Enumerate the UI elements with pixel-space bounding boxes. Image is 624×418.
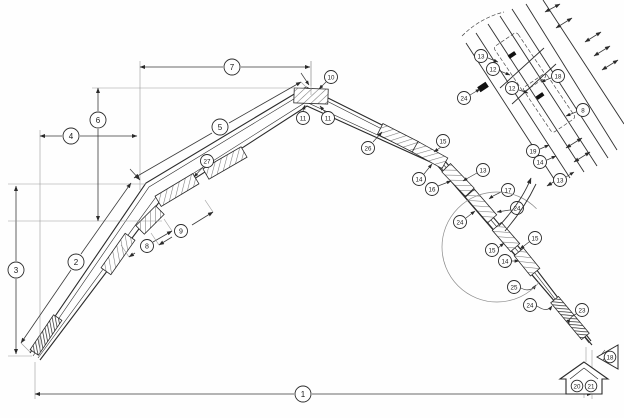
svg-text:13: 13 bbox=[480, 168, 487, 175]
svg-text:12: 12 bbox=[490, 67, 497, 74]
svg-text:24: 24 bbox=[457, 220, 464, 227]
house-detail-marker: 20 21 bbox=[558, 347, 610, 398]
svg-text:14: 14 bbox=[416, 177, 423, 184]
section-flag-marker: 18 bbox=[595, 344, 619, 370]
house-label-left: 20 bbox=[574, 383, 581, 390]
svg-text:15: 15 bbox=[489, 248, 496, 255]
bolt bbox=[535, 92, 545, 100]
dimension-overall-span: 1 bbox=[34, 350, 593, 403]
dim-label-5: 5 bbox=[218, 123, 223, 132]
svg-text:19: 19 bbox=[530, 149, 537, 156]
dim-label-7: 7 bbox=[230, 63, 235, 72]
dimension-upper-rafter: 5 bbox=[129, 81, 308, 181]
callout-27-knee-splice: 27 bbox=[193, 154, 214, 178]
dim-label-9: 9 bbox=[179, 229, 183, 236]
callout-25-lower-rafter: 25 bbox=[507, 280, 537, 294]
dim-bubble-9 bbox=[174, 224, 188, 238]
svg-text:13: 13 bbox=[557, 178, 564, 185]
svg-text:11: 11 bbox=[300, 116, 307, 123]
svg-text:10: 10 bbox=[328, 75, 335, 82]
dim-label-4: 4 bbox=[69, 132, 74, 141]
left-heel-hatch bbox=[29, 314, 63, 356]
truss-arch-chords bbox=[29, 86, 593, 361]
svg-text:18: 18 bbox=[555, 74, 562, 81]
callout-10-ridge-block: 10 bbox=[318, 70, 338, 90]
detail-callout-12b: 12 bbox=[505, 81, 529, 95]
detail-boundary-and-arrow bbox=[441, 177, 553, 303]
svg-text:27: 27 bbox=[204, 159, 211, 166]
callout-23-right-heel: 23 bbox=[566, 303, 589, 325]
svg-text:24: 24 bbox=[514, 206, 521, 213]
svg-text:17: 17 bbox=[505, 188, 512, 195]
svg-text:24: 24 bbox=[461, 96, 468, 103]
detail-callout-14: 14 bbox=[533, 155, 557, 169]
svg-text:11: 11 bbox=[325, 116, 332, 123]
right-heel-hatch bbox=[550, 295, 590, 341]
dim-bubble-8 bbox=[140, 239, 154, 253]
detail-callout-24: 24 bbox=[457, 88, 481, 105]
detail-callout-18: 18 bbox=[540, 69, 565, 83]
dim-bubble-6 bbox=[89, 111, 107, 129]
detail-callout-13b: 13 bbox=[553, 171, 575, 187]
dimension-lower-rafter: 2 bbox=[20, 182, 132, 353]
dimension-knee-height: 3 bbox=[7, 183, 146, 357]
svg-text:14: 14 bbox=[502, 259, 509, 266]
callout-17-joint-strap: 17 bbox=[488, 183, 515, 200]
svg-text:25: 25 bbox=[511, 285, 518, 292]
dim-label-2: 2 bbox=[74, 258, 79, 267]
detail-callout-8: 8 bbox=[565, 103, 590, 117]
detail-callout-19: 19 bbox=[526, 144, 550, 158]
dim-label-8: 8 bbox=[145, 244, 149, 251]
bolt bbox=[507, 51, 517, 59]
callout-26-right-upper-rafter: 26 bbox=[361, 131, 383, 155]
callout-15-lower-joint-left: 15 bbox=[485, 242, 505, 257]
callout-11-apex-left: 11 bbox=[296, 104, 310, 125]
dimension-knee-splice: 8 9 bbox=[120, 199, 214, 258]
dim-bubble-5 bbox=[211, 118, 229, 136]
callout-15-upper-joint: 15 bbox=[433, 134, 450, 153]
svg-text:14: 14 bbox=[537, 160, 544, 167]
bolt bbox=[477, 81, 489, 93]
dim-bubble-3 bbox=[7, 261, 25, 279]
callout-11-apex-right: 11 bbox=[319, 105, 335, 125]
dim-bubble-2 bbox=[67, 253, 85, 271]
callout-14-lower-joint: 14 bbox=[498, 254, 520, 268]
svg-text:24: 24 bbox=[527, 303, 534, 310]
dim-bubble-7 bbox=[223, 58, 241, 76]
dim-label-3: 3 bbox=[14, 266, 19, 275]
svg-text:23: 23 bbox=[579, 308, 586, 315]
callout-15-lower-joint-right: 15 bbox=[519, 231, 542, 250]
house-label-right: 21 bbox=[588, 383, 595, 390]
svg-text:12: 12 bbox=[509, 86, 516, 93]
dimension-upper-rise: 6 bbox=[8, 87, 306, 222]
svg-text:13: 13 bbox=[478, 54, 485, 61]
dim-label-6: 6 bbox=[96, 116, 101, 125]
dimension-knee-to-apex: 7 bbox=[139, 58, 312, 190]
svg-text:8: 8 bbox=[581, 108, 585, 115]
callout-14-upper-joint: 14 bbox=[412, 163, 433, 186]
svg-text:16: 16 bbox=[429, 187, 436, 194]
dim-bubble-4 bbox=[62, 127, 80, 145]
svg-text:26: 26 bbox=[365, 146, 372, 153]
dim-label-1: 1 bbox=[301, 390, 306, 399]
callout-16-upper-joint: 16 bbox=[425, 180, 452, 196]
svg-text:15: 15 bbox=[532, 236, 539, 243]
dim-bubble-1 bbox=[294, 385, 312, 403]
detail-callout-12a: 12 bbox=[486, 62, 511, 76]
dimension-base-to-knee: 4 bbox=[39, 127, 138, 356]
truss-blocking-blocks bbox=[29, 123, 590, 356]
callout-24-joint-left: 24 bbox=[453, 210, 476, 229]
flag-label: 18 bbox=[607, 354, 614, 361]
callout-24-lower-rafter: 24 bbox=[523, 298, 553, 312]
callout-13-upper-joint: 13 bbox=[462, 163, 490, 182]
detail-callout-13a: 13 bbox=[474, 49, 499, 63]
svg-text:15: 15 bbox=[440, 139, 447, 146]
